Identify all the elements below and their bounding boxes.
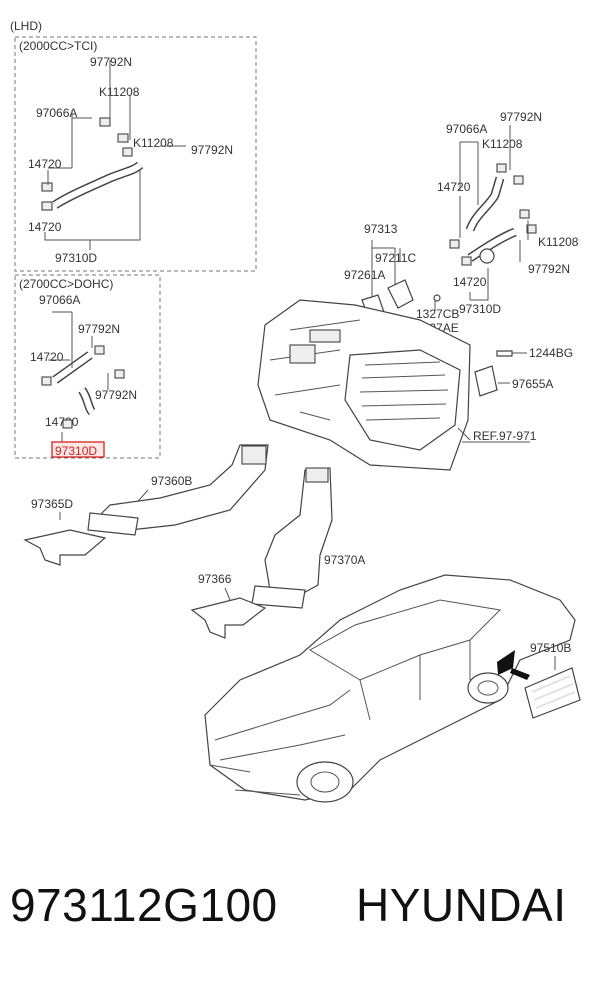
label-97366: 97366: [198, 572, 232, 586]
parts-diagram: (LHD) (2000CC>TCI) 97792N K11208 97066A …: [10, 19, 581, 803]
group-dohc-box: [14, 274, 161, 459]
lhd-label: (LHD): [10, 19, 42, 33]
part-number: 973112G100: [10, 879, 278, 931]
floor-duct-97365D: [23, 529, 107, 566]
label-14720: 14720: [453, 275, 487, 289]
vent-location-marker: [497, 650, 515, 675]
label-97066A: 97066A: [446, 122, 487, 136]
label-97792N: 97792N: [528, 262, 570, 276]
label-97313: 97313: [364, 222, 398, 236]
label-97211C: 97211C: [375, 251, 416, 265]
floor-duct-97366: [190, 597, 267, 639]
duct-97360B: [87, 444, 269, 536]
label-97261A: 97261A: [344, 268, 385, 282]
duct-97370A: [251, 467, 333, 609]
label-ref-97-971: REF.97-971: [473, 429, 537, 443]
label-97365D: 97365D: [31, 497, 73, 511]
brand-name: HYUNDAI: [356, 879, 567, 931]
ref-arrow: [457, 427, 471, 441]
leader-lines-right: [459, 125, 529, 301]
vent-arrow: [510, 668, 530, 680]
leader-lines-tci: [44, 60, 186, 250]
label-1244BG: 1244BG: [529, 346, 573, 360]
label-14720: 14720: [45, 415, 79, 429]
highlight-box: [51, 441, 105, 458]
label-14720: 14720: [28, 157, 62, 171]
label-97792N: 97792N: [90, 55, 132, 69]
leader-lines-heater: [371, 240, 436, 312]
label-97066A: 97066A: [39, 293, 80, 307]
label-97792N: 97792N: [78, 322, 120, 336]
label-14720: 14720: [30, 350, 64, 364]
label-97360B: 97360B: [151, 474, 192, 488]
group-tci-label: (2000CC>TCI): [19, 39, 97, 53]
label-97792N: 97792N: [95, 388, 137, 402]
label-97370A: 97370A: [324, 553, 365, 567]
footer-caption: 973112G100 HYUNDAI: [0, 878, 600, 948]
vent-grille-97510B: [524, 667, 581, 719]
car-illustration: [204, 574, 576, 803]
label-14720: 14720: [28, 220, 62, 234]
leader-lines-side: [498, 352, 527, 384]
label-14720: 14720: [437, 180, 471, 194]
label-97310D: 97310D: [55, 251, 97, 265]
label-97310D-highlighted: 97310D: [55, 444, 97, 458]
gasket-97211C: [387, 279, 414, 309]
seal-97655A: [474, 365, 498, 397]
label-97310D: 97310D: [459, 302, 501, 316]
bolt-1244BG: [496, 350, 513, 357]
label-97655A: 97655A: [512, 377, 553, 391]
leader-lines-ducts: [59, 489, 320, 601]
label-K11208: K11208: [133, 136, 174, 150]
label-K11208: K11208: [538, 235, 579, 249]
leader-lines-dohc: [48, 311, 109, 443]
label-K11208: K11208: [482, 137, 523, 151]
hose-97310D-tci: [41, 117, 144, 211]
label-K11208: K11208: [99, 85, 140, 99]
label-97510B: 97510B: [530, 641, 571, 655]
group-tci-box: [14, 36, 257, 272]
label-1327CB: 1327CB: [416, 307, 459, 321]
group-dohc-label: (2700CC>DOHC): [19, 277, 113, 291]
hose-97310D-right: [449, 163, 537, 266]
label-97792N: 97792N: [191, 143, 233, 157]
label-97066A: 97066A: [36, 106, 77, 120]
heater-unit-assembly: [257, 299, 471, 471]
screw-1327CB: [433, 294, 441, 302]
label-97792N: 97792N: [500, 110, 542, 124]
